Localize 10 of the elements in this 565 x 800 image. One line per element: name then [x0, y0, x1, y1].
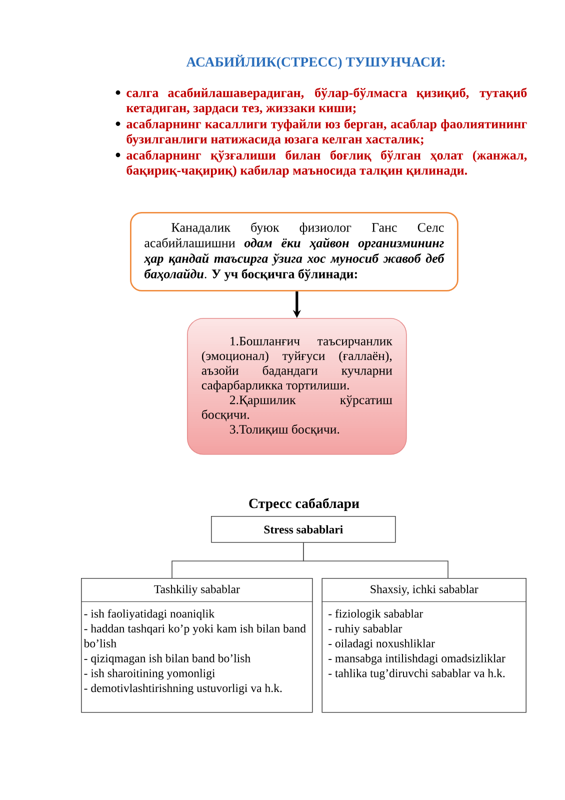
category-box: Tashkiliy sabablar - ish faoliyatidagi noaniqlik - haddan tashqari ko’p yoki kam ish bilan band bo’lish - qiziqmagan ish bilan band bo’lish - ish sharoitining yomonligi - demotivlashtirishning ustuvorligi va h.k. — [80, 578, 314, 713]
root-box: Stress sabablari — [211, 516, 396, 543]
connector-line — [303, 542, 448, 578]
category-box: Shaxsiy, ichki sabablar - fiziologik sabablar - ruhiy sabablar - oiladagi noxushliklar - mansabga intilishdagi omadsizliklar - tahlika tug’diruvchi sabablar va h.k. — [321, 578, 527, 713]
stages-box: 1.Бошланғич таъсирчанлик (эмоционал) туйғуси (ғаллаён), аъзойи бадандаги кучларни сафарбарликка тортилиши. 2.Қаршилик кўрсатиш босқичи. 3.Толиқиш босқичи. — [187, 318, 407, 455]
title: АСАБИЙЛИК(СТРЕСС) ТУШУНЧАСИ: — [186, 54, 445, 70]
definition-box: Канадалик буюк физиолог Ганс Селс асабийлашишни одам ёки ҳайвон организмининг ҳар қандай таъсирга ўзига хос муносиб жавоб деб баҳолайди. У уч босқичга бўлинади: — [130, 212, 458, 292]
bullet-text: асабларнинг қўзғалиши билан боғлиқ бўлган ҳолат (жанжал, бақириқ-чақириқ) кабилар маъносида талқин қилинади. — [126, 150, 527, 178]
bullet-text: асабларнинг касаллиги туфайли юз берган, асаблар фаолиятининг бузилганлиги натижасида юзага келган хасталик; — [126, 118, 527, 146]
bullet-text: салга асабийлашаверадиган, бўлар-бўлмасга қизиқиб, тутақиб кетадиган, зардаси тез, жиззаки киши; — [126, 88, 527, 115]
